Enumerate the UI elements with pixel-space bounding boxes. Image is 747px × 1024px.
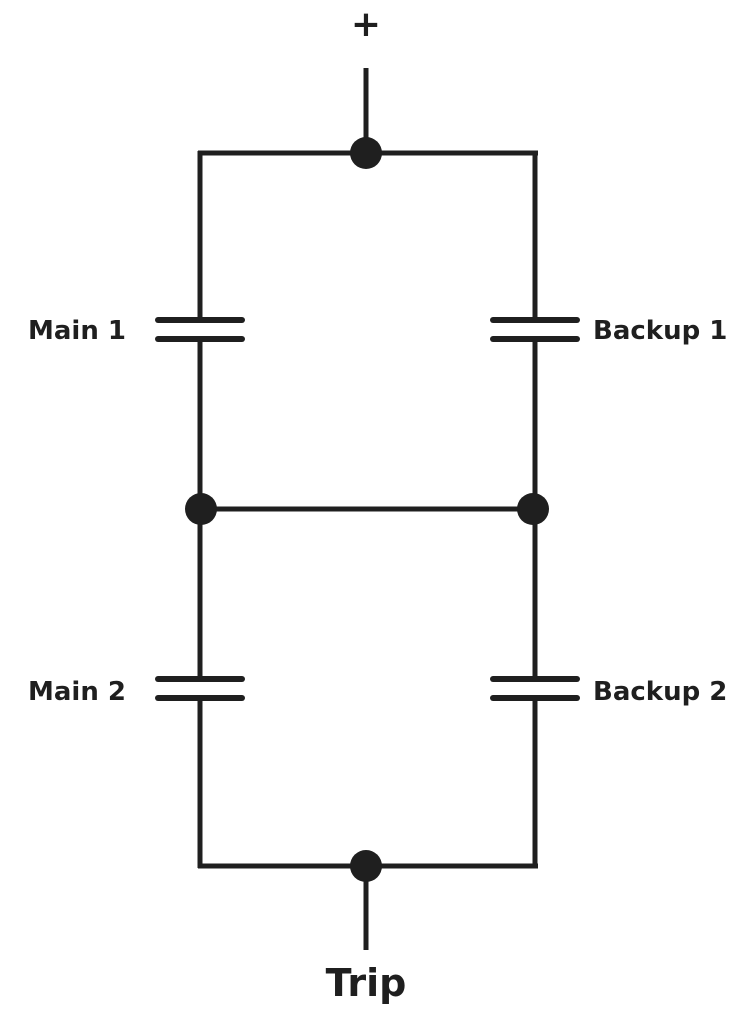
contact-label-main-2: Main 2 bbox=[28, 677, 126, 707]
junction-node-middle-left bbox=[185, 493, 217, 525]
contact-main-1: Main 1 bbox=[28, 316, 245, 346]
contact-label-backup-2: Backup 2 bbox=[593, 677, 727, 707]
contact-label-main-1: Main 1 bbox=[28, 316, 126, 346]
junction-node-top bbox=[350, 137, 382, 169]
contact-label-backup-1: Backup 1 bbox=[593, 316, 727, 346]
contact-backup-1: Backup 1 bbox=[490, 316, 727, 346]
junction-node-bottom bbox=[350, 850, 382, 882]
contact-backup-2: Backup 2 bbox=[490, 676, 727, 707]
junction-node-middle-right bbox=[517, 493, 549, 525]
contact-main-2: Main 2 bbox=[28, 676, 245, 707]
positive-terminal-label: + bbox=[351, 4, 381, 45]
trip-terminal-label: Trip bbox=[326, 961, 407, 1005]
